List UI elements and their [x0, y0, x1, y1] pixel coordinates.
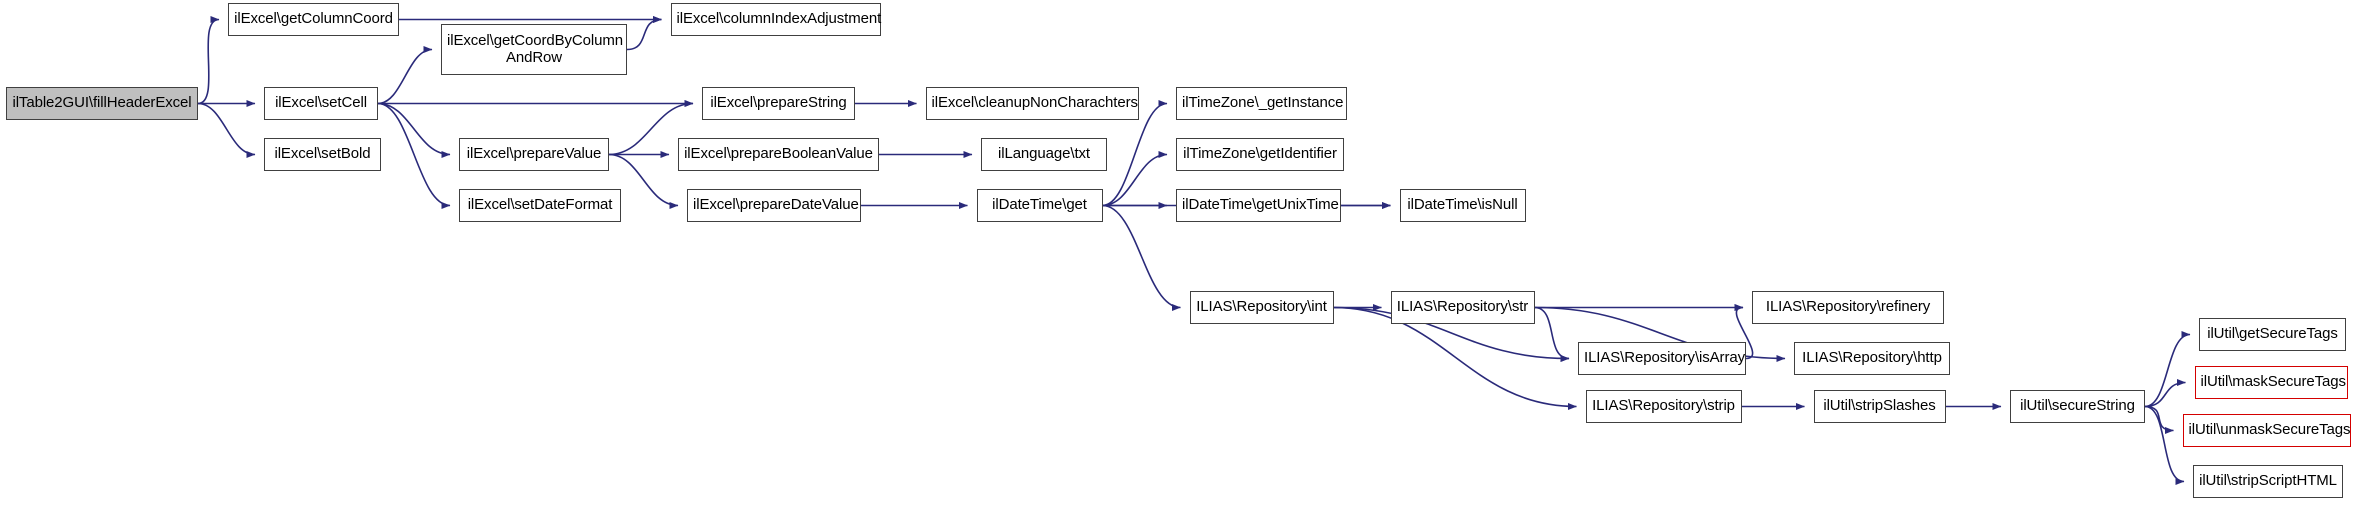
graph-edge	[377, 102, 451, 209]
graph-node[interactable]: ILIAS\Repository\http	[1794, 342, 1950, 375]
graph-edge	[1534, 306, 1570, 362]
graph-node-label: ilUtil\stripSlashes	[1823, 397, 1936, 415]
graph-node[interactable]: ILIAS\Repository\int	[1189, 291, 1334, 324]
graph-edge	[197, 16, 220, 105]
graph-node-label: ilExcel\prepareDateValue	[693, 196, 859, 214]
graph-node[interactable]: ilUtil\stripScriptHTML	[2193, 465, 2343, 498]
graph-node-label: ILIAS\Repository\http	[1802, 349, 1942, 367]
graph-edge	[2144, 379, 2186, 408]
graph-node[interactable]: ilExcel\prepareDateValue	[687, 189, 861, 222]
graph-node-label: ilExcel\columnIndexAdjustment	[676, 10, 882, 28]
graph-node-label: ilExcel\setCell	[275, 94, 367, 112]
graph-node-label: ilLanguage\txt	[997, 145, 1090, 163]
graph-node[interactable]: ilLanguage\txt	[981, 138, 1107, 171]
graph-edge	[2144, 405, 2185, 485]
graph-node[interactable]: ilTimeZone\_getInstance	[1176, 87, 1347, 120]
graph-node[interactable]: ilExcel\getColumnCoord	[228, 3, 399, 36]
graph-node[interactable]: ilDateTime\getUnixTime	[1176, 189, 1341, 222]
graph-node-label: ilUtil\getSecureTags	[2207, 325, 2338, 343]
graph-node-label: ilExcel\setDateFormat	[467, 196, 613, 214]
graph-edge	[626, 16, 662, 51]
graph-node[interactable]: ilExcel\prepareBooleanValue	[678, 138, 879, 171]
graph-node[interactable]: ilExcel\columnIndexAdjustment	[670, 3, 882, 36]
graph-node-label: ilExcel\prepareValue	[466, 145, 602, 163]
graph-node[interactable]: ILIAS\Repository\isArray	[1578, 342, 1746, 375]
graph-node-label: ilUtil\secureString	[2020, 397, 2135, 415]
graph-node-label: ilUtil\stripScriptHTML	[2199, 472, 2337, 490]
graph-node-label: ilTimeZone\getIdentifier	[1183, 145, 1337, 163]
graph-node-label: ilDateTime\getUnixTime	[1182, 196, 1339, 214]
graph-node[interactable]: ILIAS\Repository\str	[1390, 291, 1535, 324]
graph-node-label: ilDateTime\isNull	[1407, 196, 1518, 214]
graph-node[interactable]: ILIAS\Repository\refinery	[1752, 291, 1944, 324]
graph-node[interactable]: ilExcel\setDateFormat	[459, 189, 621, 222]
graph-node[interactable]: ilUtil\getSecureTags	[2199, 318, 2346, 351]
graph-node-label: ilUtil\maskSecureTags	[2200, 373, 2347, 391]
graph-edge	[1102, 204, 1181, 311]
graph-node-label: ILIAS\Repository\strip	[1592, 397, 1735, 415]
graph-node[interactable]: ilExcel\cleanupNonCharachters	[925, 87, 1139, 120]
graph-node-label: ilUtil\unmaskSecureTags	[2188, 421, 2351, 439]
graph-node-label: ILIAS\Repository\refinery	[1765, 298, 1931, 316]
graph-node[interactable]: ilUtil\stripSlashes	[1813, 390, 1946, 423]
graph-node-label: ilDateTime\get	[992, 196, 1087, 214]
graph-node[interactable]: ilExcel\setCell	[264, 87, 378, 120]
graph-edge	[2144, 331, 2191, 408]
graph-node-label: ilTable2GUI\fillHeaderExcel	[12, 94, 192, 112]
graph-node[interactable]: ilUtil\unmaskSecureTags	[2182, 414, 2351, 447]
graph-node[interactable]: ilExcel\getCoordByColumn AndRow	[441, 24, 627, 75]
graph-edge	[377, 46, 433, 105]
graph-node-label: ILIAS\Repository\int	[1196, 298, 1327, 316]
graph-node[interactable]: ilExcel\setBold	[264, 138, 381, 171]
graph-node-label: ilExcel\getCoordByColumn AndRow	[447, 31, 624, 66]
graph-node-label: ilExcel\prepareString	[710, 94, 847, 112]
graph-node-label: ILIAS\Repository\isArray	[1584, 349, 1745, 367]
graph-edge	[1102, 151, 1168, 207]
graph-edge	[2144, 405, 2174, 434]
graph-node-label: ilTimeZone\_getInstance	[1182, 94, 1344, 112]
graph-node-label: ilExcel\setBold	[274, 145, 371, 163]
graph-node[interactable]: ilExcel\prepareString	[702, 87, 855, 120]
graph-node-label: ilExcel\getColumnCoord	[234, 10, 393, 28]
graph-node[interactable]: ilDateTime\get	[976, 189, 1103, 222]
graph-node-label: ILIAS\Repository\str	[1396, 298, 1529, 316]
graph-edge	[377, 102, 451, 158]
graph-node[interactable]: ilTimeZone\getIdentifier	[1176, 138, 1344, 171]
graph-node[interactable]: ILIAS\Repository\strip	[1585, 390, 1742, 423]
graph-node[interactable]: ilUtil\maskSecureTags	[2194, 366, 2348, 399]
graph-node[interactable]: ilDateTime\isNull	[1399, 189, 1526, 222]
graph-edge	[197, 102, 256, 158]
graph-node-label: ilExcel\cleanupNonCharachters	[931, 94, 1138, 112]
graph-node[interactable]: ilExcel\prepareValue	[459, 138, 609, 171]
graph-node-label: ilExcel\prepareBooleanValue	[684, 145, 873, 163]
graph-node[interactable]: ilTable2GUI\fillHeaderExcel	[6, 87, 198, 120]
graph-node[interactable]: ilUtil\secureString	[2010, 390, 2145, 423]
